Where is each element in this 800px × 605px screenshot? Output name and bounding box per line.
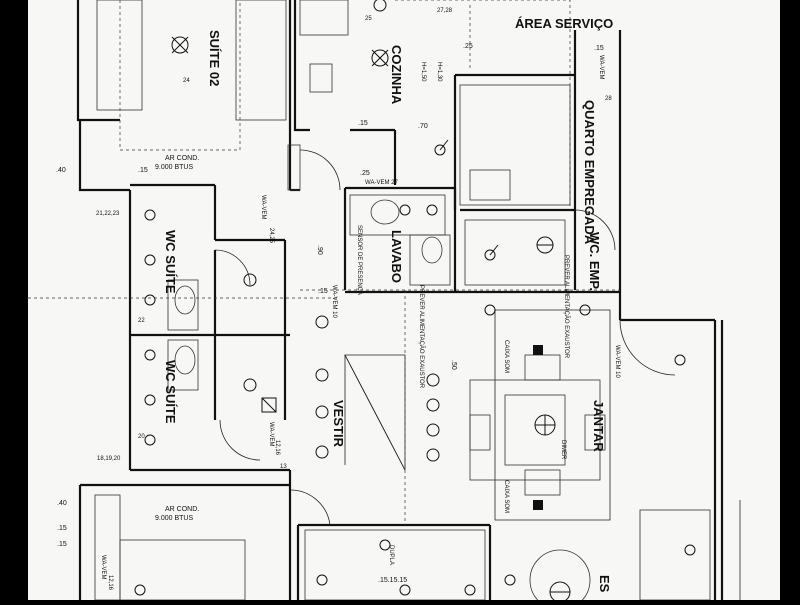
furniture [94, 0, 711, 605]
sensor-label: SENSOR DE PRESENÇA [356, 225, 362, 295]
annotation: 24 [183, 78, 190, 84]
light-point-icon [373, 0, 387, 12]
outlet-icon [144, 209, 156, 446]
annotation: WA-VEM [260, 195, 266, 219]
room-label-wc-suite-2: WC SUÍTE [163, 360, 178, 424]
annotation: 20 [138, 434, 145, 440]
light-point-icon [534, 414, 556, 436]
annotation: .15 [57, 525, 67, 532]
caixa-som-label: CAIXA SOM [503, 480, 509, 513]
annotation: .15 [57, 541, 67, 548]
annotation: WA-VEM [268, 422, 274, 446]
room-label-lavabo: LAVABO [389, 230, 404, 283]
ar-cond-label: AR COND. [165, 155, 199, 162]
annotation: .25 [360, 170, 370, 177]
annotation: .25 [463, 43, 473, 50]
room-label-suite02: SUÍTE 02 [207, 30, 222, 86]
annotation: WA-VEM 10 [614, 345, 620, 378]
caixa-som-label: CAIXA SOM [503, 340, 509, 373]
ar-cond-label: AR COND. [165, 506, 199, 513]
annotation: WA-VEM 10 [331, 285, 337, 318]
room-label-area-servico: ÁREA SERVIÇO [515, 16, 613, 31]
room-label-quarto-empregada: QUARTO EMPREGADA [582, 100, 597, 245]
annotation: 12,16 [274, 440, 280, 456]
light-point-icon [426, 373, 440, 462]
annotation: 27,28 [437, 8, 453, 14]
light-point-icon [315, 315, 329, 459]
outlet-icon [243, 273, 257, 392]
drawing-paper [28, 0, 780, 600]
sound-box-icon [533, 345, 543, 355]
annotation: 21,22,23 [96, 211, 120, 217]
height-label: H=1,30 [436, 62, 442, 82]
annotation: .50 [450, 360, 457, 370]
panel-box-icon [261, 397, 277, 413]
annotation: WA-VEM [100, 555, 106, 579]
height-label: H=1,50 [420, 62, 426, 82]
electrical-symbols [134, 0, 696, 603]
exaustor-label: PREVER ALIMENTAÇÃO EXAUSTOR [418, 285, 425, 389]
outlet-icon [484, 304, 696, 586]
sound-box-icon [533, 500, 543, 510]
room-labels: SUÍTE 02 ÁREA SERVIÇO COZINHA QUARTO EMP… [163, 16, 613, 593]
note-labels: AR COND. 9.000 BTUS AR COND. 9.000 BTUS … [155, 62, 570, 565]
room-label-es: ES [597, 575, 612, 593]
annotation: .70 [418, 123, 428, 130]
annotation: 28 [605, 96, 612, 102]
annotation: .15 [318, 288, 328, 295]
room-label-wc-emp: WC. EMP. [587, 232, 602, 291]
room-label-wc-suite-1: WC SUÍTE [163, 230, 178, 294]
light-point-icon [536, 236, 554, 254]
page-border-right [780, 0, 800, 600]
dimension-annotations: 25 27,28 .25 .15 WA-VEM 28 .70 .15 .40 .… [56, 8, 620, 591]
annotation: .15 [138, 167, 148, 174]
dimer-label: DIMER [560, 440, 566, 460]
switch-icon [439, 139, 499, 256]
room-label-cozinha: COZINHA [389, 45, 404, 105]
annotation: 22 [138, 318, 145, 324]
exaustor-label: PREVER ALIMENTAÇÃO EXAUSTOR [563, 255, 570, 359]
annotation: .15.15.15 [378, 577, 407, 584]
annotation: .40 [56, 167, 66, 174]
btus-label: 9.000 BTUS [155, 515, 193, 522]
door-swings [214, 149, 676, 526]
annotation: WA-VEM 27 [365, 180, 398, 186]
annotation: WA-VEM [598, 55, 604, 79]
annotation: .40 [57, 500, 67, 507]
annotation: 12,16 [107, 575, 113, 591]
dupla-label: DUPLA [388, 545, 394, 565]
annotation: 25 [365, 16, 372, 22]
room-label-vestir: VESTIR [331, 400, 346, 448]
walls [76, 0, 724, 600]
annotation: 18,19,20 [97, 456, 121, 462]
annotation: 13 [280, 464, 287, 470]
room-label-jantar: JANTAR [591, 400, 606, 452]
annotation: .90 [316, 245, 323, 255]
outlet-icon [399, 144, 496, 261]
btus-label: 9.000 BTUS [155, 164, 193, 171]
light-point-icon [171, 36, 189, 54]
annotation: 24,25 [268, 228, 274, 244]
light-point-icon [371, 49, 389, 67]
annotation: .15 [594, 45, 604, 52]
outlet-icon [134, 539, 476, 596]
panel-box-icon [261, 397, 277, 413]
annotation: .15 [358, 120, 368, 127]
